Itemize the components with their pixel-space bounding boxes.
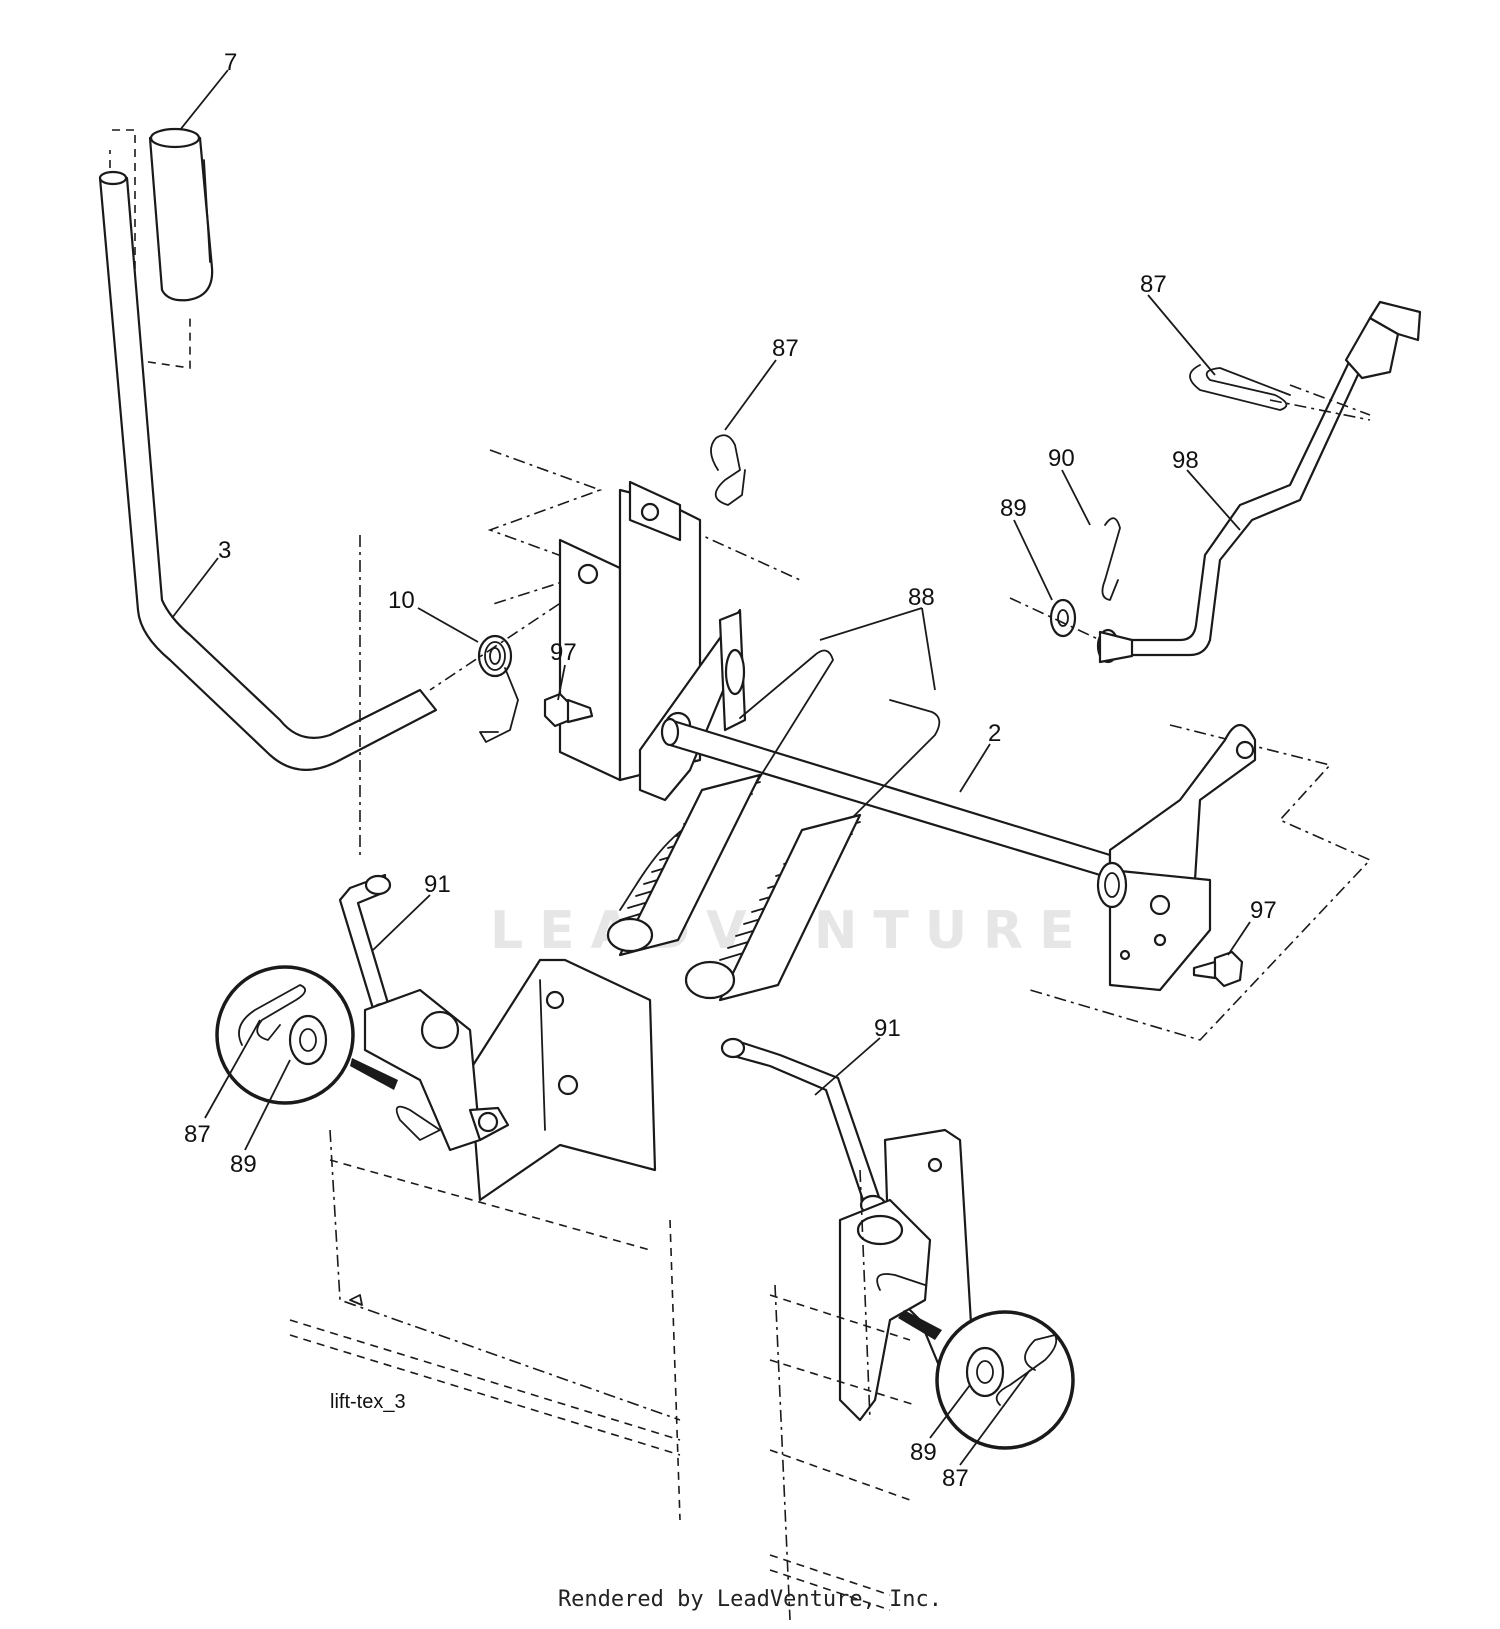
- callout-2: 2: [988, 720, 1001, 747]
- callout-10: 10: [388, 587, 415, 614]
- hairpin-clip-90: [1101, 517, 1121, 601]
- right-lift-arm: [1029, 723, 1372, 1041]
- leader-lines: [171, 69, 1251, 1466]
- callout-90: 90: [1048, 445, 1075, 472]
- lift-lever: [98, 150, 438, 771]
- hairpin-clip-top: [710, 434, 746, 506]
- callout-89-left: 89: [230, 1151, 257, 1178]
- callout-98: 98: [1172, 447, 1199, 474]
- callout-3: 3: [218, 537, 231, 564]
- torsion-spring: [477, 634, 519, 743]
- callout-89-right: 89: [1000, 495, 1027, 522]
- washer-89-right: [1009, 597, 1101, 641]
- callout-labels: 7 3 10 97 87 88 87 90 89 98 2 97 91 87 8…: [184, 49, 1277, 1492]
- lift-link-left: [338, 873, 396, 1022]
- callout-87-right: 87: [1140, 271, 1167, 298]
- mower-deck-left: [289, 1129, 681, 1521]
- mower-deck-right: [769, 1284, 916, 1621]
- drawing-id: lift-tex_3: [330, 1391, 406, 1413]
- callout-89-bottom: 89: [910, 1439, 937, 1466]
- callout-97-left: 97: [550, 639, 577, 666]
- center-bracket: [359, 449, 801, 860]
- bolt-97-right: [1192, 950, 1244, 988]
- handle-grip: [112, 127, 214, 369]
- callout-87-top: 87: [772, 335, 799, 362]
- extension-spring-left: [606, 649, 834, 957]
- extension-spring-right: [684, 699, 941, 1002]
- detail-circle-left: [215, 965, 398, 1105]
- bolt-97-left: [543, 692, 594, 728]
- render-credit: Rendered by LeadVenture, Inc.: [557, 1587, 943, 1612]
- callout-91-left: 91: [424, 871, 451, 898]
- callout-88: 88: [908, 584, 935, 611]
- callout-97-right: 97: [1250, 897, 1277, 924]
- hairpin-clip-right: [1189, 364, 1371, 416]
- detail-circle-right: [898, 1310, 1075, 1450]
- callout-87-bottom: 87: [942, 1465, 969, 1492]
- adjuster-rod: [1096, 300, 1422, 664]
- callout-87-left: 87: [184, 1121, 211, 1148]
- deck-bracket-left: [363, 958, 657, 1202]
- callout-91-right: 91: [874, 1015, 901, 1042]
- callout-7: 7: [224, 49, 237, 76]
